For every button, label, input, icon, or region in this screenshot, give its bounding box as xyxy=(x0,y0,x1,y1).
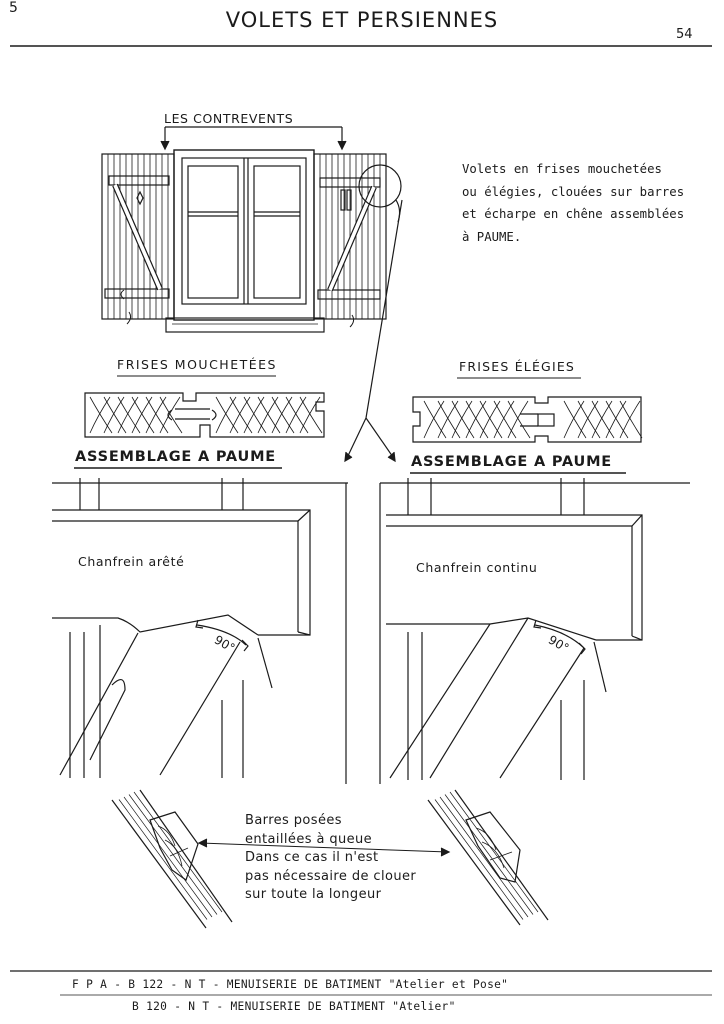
joint-right-title: ASSEMBLAGE A PAUME xyxy=(411,454,613,470)
joint-left-chamfer: Chanfrein arêté xyxy=(78,554,185,569)
footer-line-1: F P A - B 122 - N T - MENUISERIE DE BATI… xyxy=(72,978,509,991)
page-number: 54 xyxy=(676,27,693,42)
description-line: Volets en frises mouchetées xyxy=(462,162,662,176)
note-line: sur toute la longeur xyxy=(245,887,382,902)
joint-right xyxy=(379,478,690,784)
note-line: Barres posées xyxy=(245,813,342,828)
description-line: ou élégies, clouées sur barres xyxy=(462,184,685,199)
description: Volets en frises mouchetées ou élégies, c… xyxy=(462,158,684,248)
note-line: pas nécessaire de clouer xyxy=(245,868,417,884)
profile-mouchetees xyxy=(84,392,325,438)
note-line: entaillées à queue xyxy=(245,831,373,847)
note-line: Dans ce cas il n'est xyxy=(245,850,379,865)
bar-detail-left xyxy=(111,789,233,929)
profile-left-label: FRISES MOUCHETÉES xyxy=(117,357,277,372)
description-line: et écharpe en chêne assemblées xyxy=(462,207,685,221)
dimension-arrow xyxy=(199,842,449,853)
joint-right-chamfer: Chanfrein continu xyxy=(416,560,538,575)
profile-right-label: FRISES ÉLÉGIES xyxy=(459,359,576,374)
footer-line-2: B 120 - N T - MENUISERIE DE BATIMENT "At… xyxy=(132,1000,456,1013)
profile-elegies xyxy=(412,396,643,443)
bar-detail-right xyxy=(427,789,549,926)
contrevents-bracket xyxy=(160,126,347,151)
joint-left-title: ASSEMBLAGE A PAUME xyxy=(75,449,277,465)
page-title: VOLETS ET PERSIENNES xyxy=(225,8,499,32)
description-line: à PAUME. xyxy=(462,229,522,244)
joint-left xyxy=(52,478,348,784)
corner-mark: 5 xyxy=(9,0,18,16)
window-elevation xyxy=(101,149,403,463)
window-label: LES CONTREVENTS xyxy=(164,111,294,126)
bar-note: Barres posées entaillées à queue Dans ce… xyxy=(245,812,416,905)
